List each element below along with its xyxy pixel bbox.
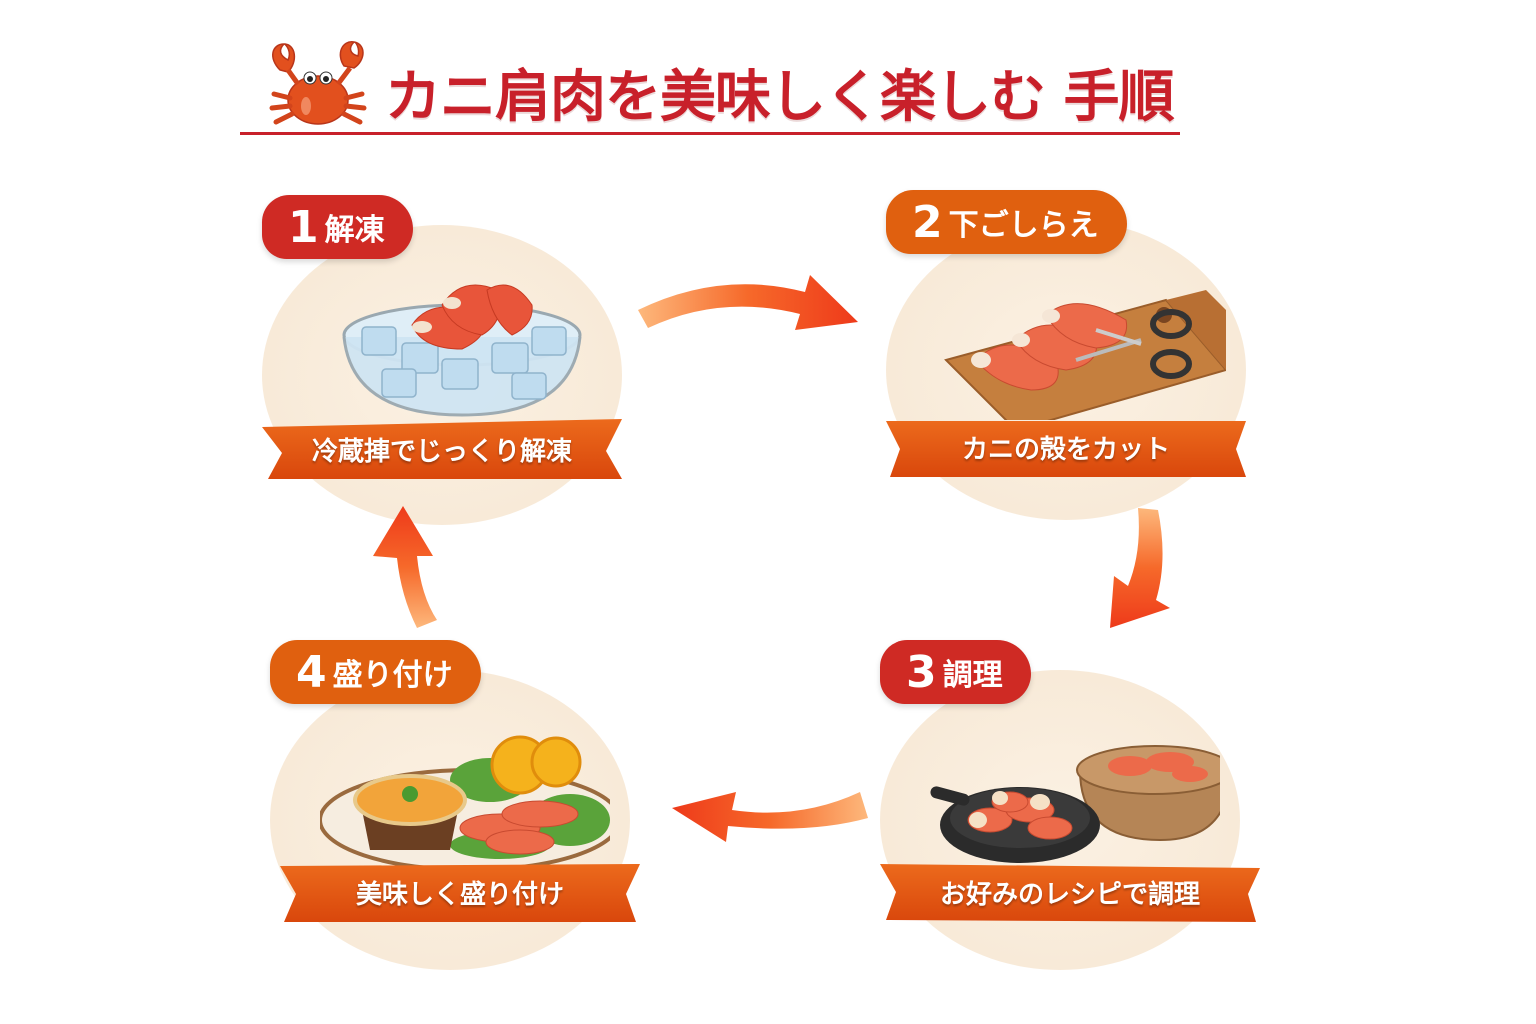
step-number: 3 [906, 646, 937, 698]
step-label: 盛り付け [332, 658, 453, 693]
crab-icon [269, 41, 367, 125]
step-caption: 冷蔵捙でじっくり解凍 [311, 436, 572, 467]
step-2: 2 下ごしらえ カニの殻をカット [886, 190, 1266, 520]
page-title: カニ肩肉を美味しく楽しむ 手順 [385, 65, 1174, 130]
step-number: 2 [912, 196, 943, 248]
step-1: 1 解凍 冷蔵捙でじっくり解凍 [262, 195, 642, 525]
arrow-right-icon [638, 275, 858, 330]
arrow-left-icon [672, 792, 868, 842]
step-number: 4 [296, 646, 327, 698]
step-caption: 美味しく盛り付け [355, 879, 564, 910]
step-number: 1 [288, 201, 319, 253]
step-1-badge: 1 解凍 [262, 195, 413, 259]
step-2-caption-banner: カニの殻をカット [886, 415, 1246, 479]
title-header: カニ肩肉を美味しく楽しむ 手順 [240, 40, 1190, 140]
step-label: 調理 [942, 658, 1003, 693]
step-3-caption-banner: お好みのレシピで調理 [880, 860, 1260, 924]
step-3-badge: 3 調理 [880, 640, 1031, 704]
step-caption: カニの殻をカット [961, 434, 1170, 465]
arrow-up-icon [373, 506, 437, 628]
ice-bowl-with-crab-illustration [342, 284, 582, 417]
step-label: 下ごしらえ [948, 208, 1099, 243]
step-4-caption-banner: 美味しく盛り付け [280, 860, 640, 924]
step-4-badge: 4 盛り付け [270, 640, 481, 704]
step-3: 3 調理 お好みのレシピで調理 [880, 640, 1260, 970]
title-divider [240, 132, 1180, 135]
step-2-badge: 2 下ごしらえ [886, 190, 1127, 254]
step-1-caption-banner: 冷蔵捙でじっくり解凍 [262, 417, 622, 481]
plated-crab-gratin-illustration [320, 735, 610, 870]
step-label: 解凍 [324, 213, 385, 248]
step-4: 4 盛り付け 美味しく盛り付け [270, 640, 650, 970]
arrow-down-icon [1110, 508, 1170, 628]
cutting-board-scissors-illustration [944, 290, 1226, 420]
step-caption: お好みのレシピで調理 [939, 879, 1200, 910]
skillet-and-clay-pot-illustration [930, 745, 1220, 863]
